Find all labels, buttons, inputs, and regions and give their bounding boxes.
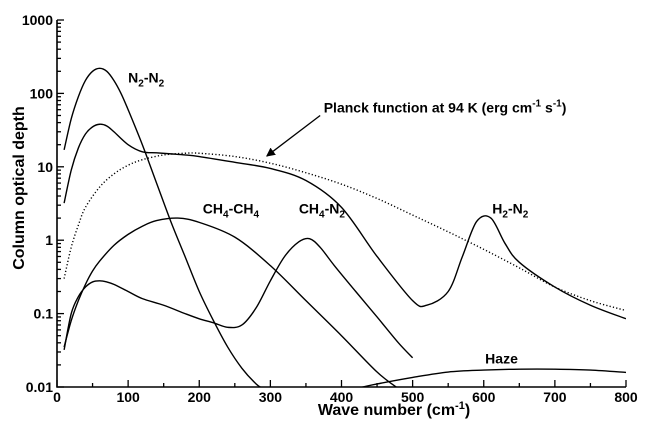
x-tick-label: 300 (259, 389, 283, 405)
annotation-h2n2: H2-N2 (492, 201, 528, 221)
x-tick-label: 0 (53, 389, 61, 405)
annotation-ch4ch4-part: 4 (253, 210, 259, 221)
annotation-h2n2-part: 2 (523, 210, 529, 221)
annotation-planck: Planck function at 94 K (erg cm-1 s-1) (324, 98, 567, 115)
x-tick-label: 200 (188, 389, 212, 405)
series-line-ch4ch4 (63, 217, 398, 387)
annotation-ch4n2-part: CH (299, 201, 319, 217)
annotation-haze: Haze (485, 350, 518, 366)
plot-area: 0 100 200 300 400 500 600 700 800 0.01 0.1 1 10 100 10… (22, 12, 638, 405)
annotation-planck-part: -1 (532, 98, 541, 109)
x-tick-label: 800 (614, 389, 638, 405)
annotation-ch4ch4-part: -CH (229, 201, 254, 217)
x-tick-label: 400 (330, 389, 354, 405)
y-tick-label: 10 (37, 159, 53, 175)
annotation-ch4ch4: CH4-CH4 (203, 201, 260, 221)
annotation-planck-part: Planck function at 94 K (erg cm (324, 99, 533, 115)
annotation-ch4n2-part: 4 (319, 210, 325, 221)
y-tick-label: 1 (45, 232, 53, 248)
y-tick-label: 0.01 (26, 379, 53, 395)
annotation-planck-part: s (541, 99, 553, 115)
planck-arrow (266, 114, 321, 157)
y-tick-label: 100 (30, 85, 54, 101)
annotation-n2n2-part: -N (144, 70, 159, 86)
series-line-planck (63, 152, 626, 312)
annotation-n2n2-part: 2 (159, 79, 165, 90)
annotation-planck-part: ) (562, 99, 567, 115)
annotation-h2n2-part: 2 (502, 210, 508, 221)
annotation-h2n2-part: -N (508, 201, 523, 217)
y-tick-label: 1000 (22, 12, 53, 28)
y-axis-title: Column optical depth (11, 106, 28, 270)
annotation-n2n2: N2-N2 (128, 70, 164, 90)
series-line-total (63, 123, 626, 320)
axis-frame (56, 20, 626, 388)
annotation-planck-part: -1 (553, 98, 562, 109)
annotation-ch4ch4-part: 4 (223, 210, 229, 221)
x-axis-title-end: ) (465, 402, 470, 419)
series-line-ch4n2 (63, 237, 414, 359)
annotation-h2n2-part: H (492, 201, 502, 217)
x-axis-title-exponent: -1 (455, 400, 465, 412)
series-line-n2n2 (63, 67, 262, 387)
series-line-haze (359, 368, 626, 387)
x-axis-title-text: Wave number (cm (318, 402, 455, 419)
x-tick-label: 500 (401, 389, 425, 405)
annotation-ch4n2-part: 2 (339, 210, 345, 221)
x-axis-title: Wave number (cm-1) (318, 400, 470, 419)
annotation-ch4n2-part: -N (325, 201, 340, 217)
annotation-n2n2-part: N (128, 70, 138, 86)
x-tick-label: 600 (472, 389, 496, 405)
annotation-n2n2-part: 2 (138, 79, 144, 90)
annotation-haze-part: Haze (485, 350, 518, 366)
x-tick-label: 700 (543, 389, 567, 405)
x-tick-label: 100 (116, 389, 140, 405)
annotation-ch4n2: CH4-N2 (299, 201, 346, 221)
y-tick-label: 0.1 (34, 306, 54, 322)
annotation-ch4ch4-part: CH (203, 201, 223, 217)
